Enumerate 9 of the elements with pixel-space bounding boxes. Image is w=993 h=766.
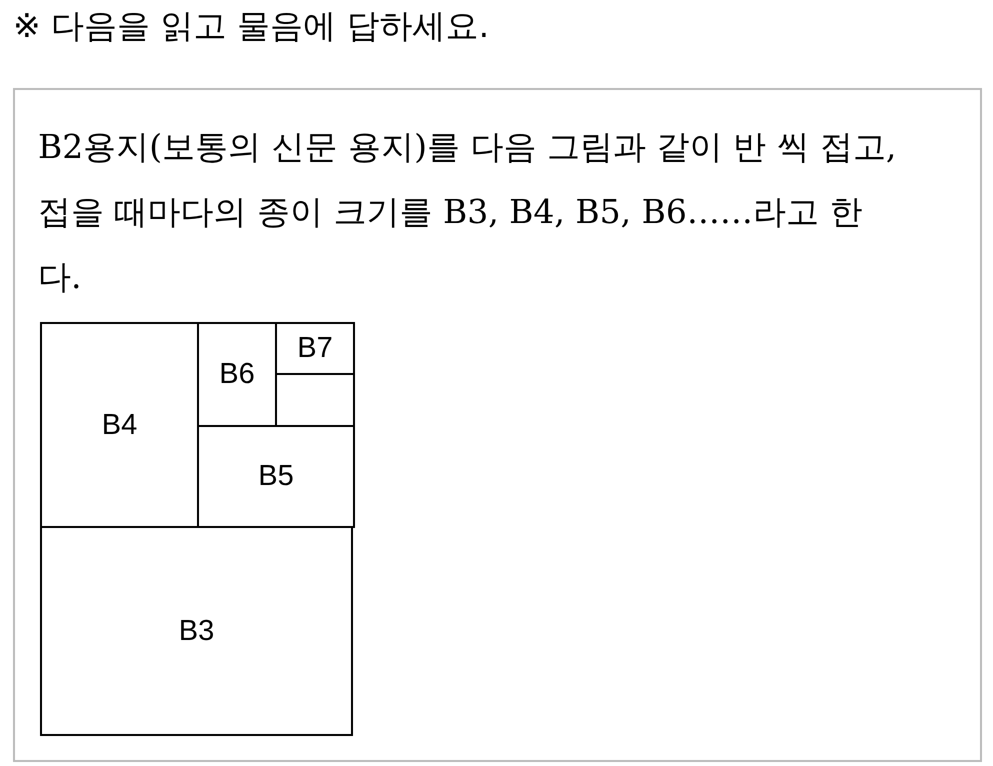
- size-label: B5: [258, 460, 294, 493]
- instruction-heading: ※ 다음을 읽고 물음에 답하세요.: [13, 5, 490, 47]
- size-label: B3: [178, 614, 214, 648]
- passage-card: [13, 88, 982, 762]
- size-label: B6: [219, 358, 255, 391]
- paper-sheet-outline: [40, 322, 353, 734]
- size-label: B4: [102, 408, 138, 442]
- passage-text: B2용지(보통의 신문 용지)를 다음 그림과 같이 반 씩 접고, 접을 때마다의 종이 크기를 B3, B4, B5, B6……라고 한다.: [38, 126, 898, 298]
- size-label: B7: [297, 332, 333, 365]
